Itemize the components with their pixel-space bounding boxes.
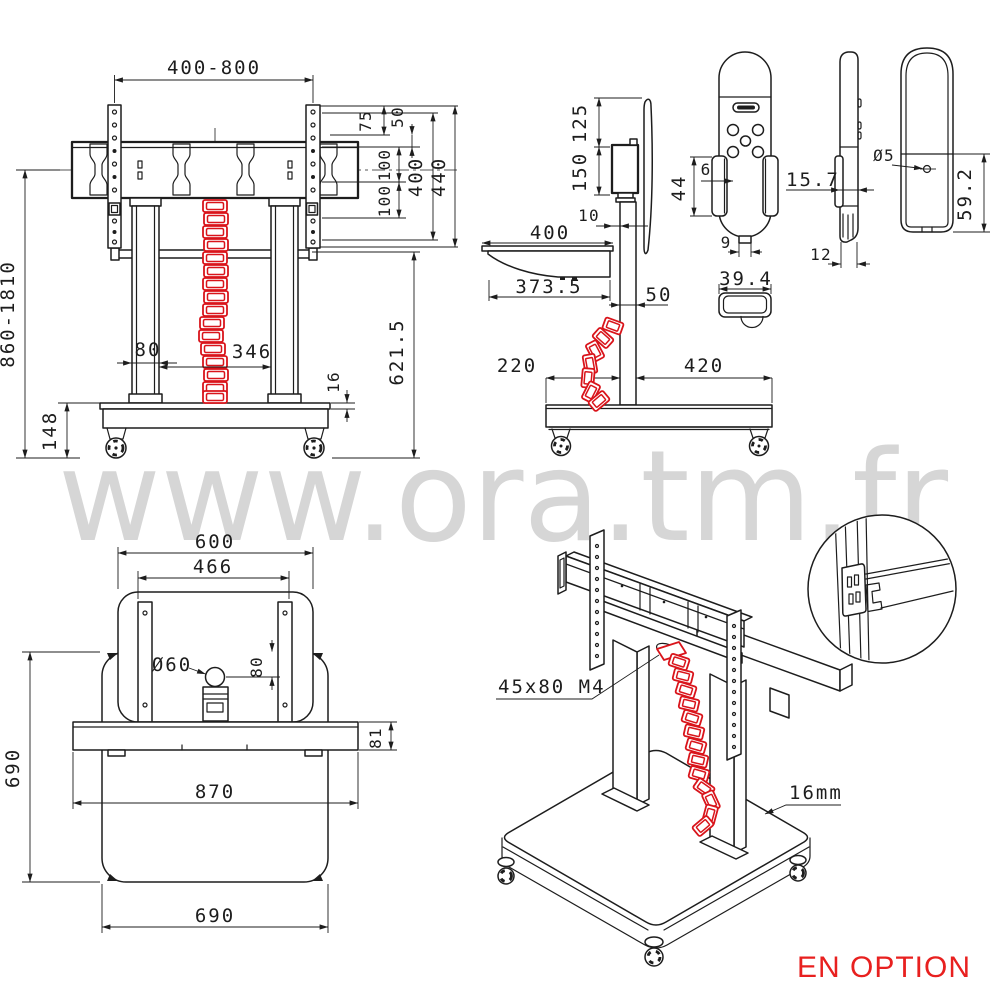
- pole-hole: [204, 666, 226, 688]
- motor-box: [610, 143, 640, 195]
- dim-front-plate: 16: [324, 371, 343, 393]
- dim-side-420: 420: [684, 355, 724, 377]
- dim-side-3735: 373.5: [515, 276, 582, 298]
- dim-remote-9: 9: [721, 233, 732, 252]
- caster-side-left: [550, 428, 572, 457]
- dim-remote-44: 44: [668, 175, 690, 202]
- remote-bottom-view: [718, 292, 772, 318]
- top-view: Ø60 80 600 466 690 81 870 690: [2, 531, 397, 933]
- option-label: EN OPTION: [797, 951, 971, 984]
- dim-vesa-75: 75: [356, 110, 375, 132]
- dim-remote-12: 12: [810, 245, 832, 264]
- front-view: 400-800 860-1810 148 621.5 80 346 16 75 …: [0, 57, 458, 459]
- dim-front-span: 400-800: [167, 57, 261, 79]
- lift-column-right: [267, 197, 302, 404]
- dim-front-base-height: 148: [39, 411, 61, 451]
- dim-top-870: 870: [195, 781, 235, 803]
- dim-top-depth: 690: [2, 748, 24, 788]
- dim-side-400: 400: [530, 222, 570, 244]
- remote-views: 44 6 9 39.4 15.7 12: [668, 47, 990, 329]
- detail-circle: [807, 514, 957, 664]
- beam-top-view: [72, 721, 359, 751]
- vesa-bracket-left: [107, 104, 122, 249]
- iso-casters: [497, 854, 807, 967]
- dim-top-466: 466: [193, 556, 233, 578]
- dim-vesa-100-lower: 100: [375, 185, 394, 218]
- cable-chain-iso: [656, 641, 722, 838]
- dim-vesa-100-upper: 100: [375, 149, 394, 182]
- base-body: [102, 408, 329, 429]
- remote-button: [726, 123, 740, 137]
- dim-front-column-width: 80: [135, 339, 162, 361]
- cable-chain-front: [198, 199, 229, 404]
- remote-button: [739, 135, 752, 147]
- dim-side-10: 10: [578, 206, 600, 225]
- dim-top-offset: 80: [247, 656, 266, 678]
- dim-top-81: 81: [366, 727, 385, 749]
- side-view: 125 150 10 400 373.5 50 220 420: [481, 97, 773, 457]
- dim-remote-394: 39.4: [719, 268, 773, 290]
- dim-top-690: 690: [195, 905, 235, 927]
- remote-button: [751, 123, 765, 137]
- dim-remote-6: 6: [701, 160, 712, 179]
- remote-button: [726, 145, 740, 159]
- watermark-text: www.ora.tm.fr: [58, 423, 948, 570]
- dim-side-150: 150: [569, 152, 591, 192]
- dim-side-220: 220: [497, 355, 537, 377]
- dim-vesa-50: 50: [388, 106, 407, 128]
- label-panel: 16mm: [789, 782, 843, 804]
- dim-remote-592: 59.2: [954, 167, 976, 221]
- vesa-bracket-right: [305, 104, 321, 249]
- dim-remote-hole: Ø5: [873, 146, 895, 165]
- dim-front-column-gap: 346: [232, 341, 272, 363]
- dim-remote-157: 15.7: [786, 169, 840, 191]
- caster-front-left: [105, 427, 127, 459]
- remote-button: [751, 145, 765, 159]
- cable-chain-side: [580, 316, 625, 413]
- lift-column-left: [128, 197, 163, 404]
- dim-top-600: 600: [195, 531, 235, 553]
- caster-side-right: [748, 428, 770, 457]
- isometric-view: 45x80 M4 16mm: [496, 514, 957, 967]
- tray-side: [487, 250, 611, 278]
- label-bolt: 45x80 M4: [498, 676, 606, 698]
- dim-side-50: 50: [646, 284, 673, 306]
- caster-front-right: [303, 427, 325, 459]
- dim-front-height-range: 860-1810: [0, 260, 19, 368]
- tv-panel-side: [643, 98, 653, 255]
- iso-brackets: [589, 529, 742, 761]
- iso-base-top: [503, 749, 809, 926]
- dim-front-shelf-height: 621.5: [386, 318, 408, 385]
- remote-holder: [900, 47, 954, 233]
- dim-top-pole: Ø60: [152, 654, 192, 676]
- column-side: [619, 201, 637, 406]
- dim-vesa-440: 440: [428, 157, 450, 197]
- dim-vesa-400: 400: [405, 157, 427, 197]
- dim-side-125: 125: [569, 103, 591, 143]
- iso-beam: [557, 551, 753, 664]
